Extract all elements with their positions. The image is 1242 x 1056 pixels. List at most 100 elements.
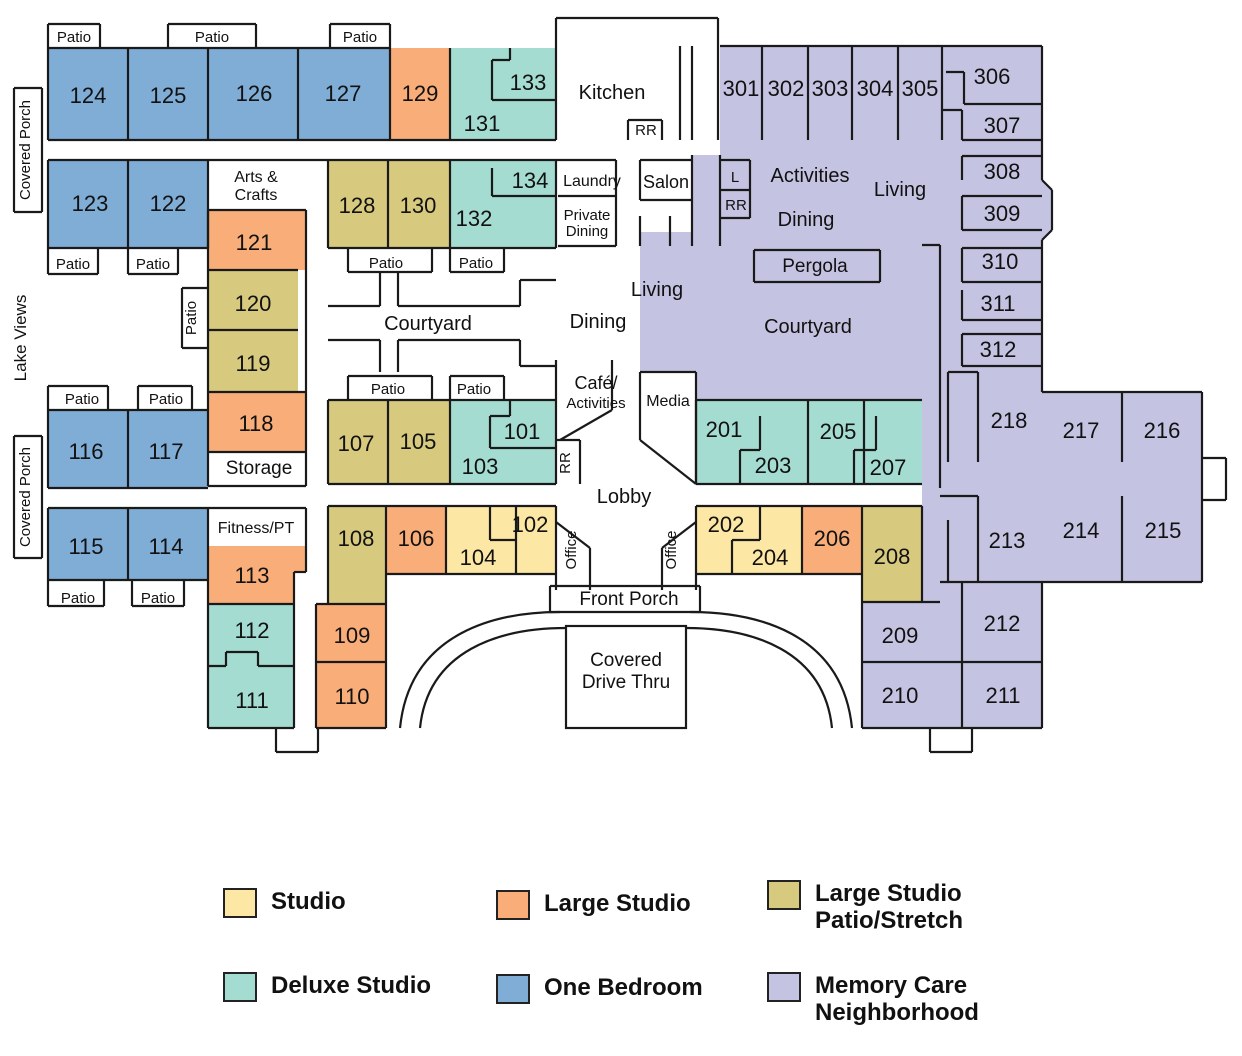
drive-arc [689, 610, 854, 729]
space-label-covered-porch: Covered Porch [17, 100, 34, 200]
room-116[interactable]: 116 [68, 439, 103, 464]
room-113[interactable]: 113 [234, 563, 269, 588]
room-204[interactable]: 204 [752, 545, 789, 570]
room-206[interactable]: 206 [814, 526, 851, 551]
room-214[interactable]: 214 [1063, 518, 1100, 543]
zone-large-studio [208, 210, 306, 270]
room-310[interactable]: 310 [982, 249, 1019, 274]
legend-item-studio: Studio [223, 888, 346, 918]
zone-deluxe-studio [450, 160, 556, 248]
room-309[interactable]: 309 [984, 201, 1021, 226]
space-label-patio: Patio [149, 391, 183, 408]
room-217[interactable]: 217 [1063, 418, 1100, 443]
space-label-lake-views: Lake Views [11, 295, 30, 382]
room-203[interactable]: 203 [755, 453, 792, 478]
room-312[interactable]: 312 [980, 337, 1017, 362]
room-201[interactable]: 201 [706, 417, 743, 442]
space-label-patio: Patio [371, 381, 405, 398]
room-120[interactable]: 120 [235, 291, 272, 316]
room-208[interactable]: 208 [874, 544, 911, 569]
space-label-lobby: Lobby [597, 486, 652, 508]
room-202[interactable]: 202 [708, 512, 745, 537]
room-301[interactable]: 301 [723, 76, 760, 101]
room-129[interactable]: 129 [402, 81, 439, 106]
covered-drive-thru-box [564, 624, 688, 730]
legend-swatch-large-studio [496, 890, 530, 920]
room-117[interactable]: 117 [148, 439, 183, 464]
room-302[interactable]: 302 [768, 76, 805, 101]
room-126[interactable]: 126 [236, 81, 273, 106]
room-107[interactable]: 107 [338, 431, 375, 456]
room-210[interactable]: 210 [882, 683, 919, 708]
room-307[interactable]: 307 [984, 113, 1021, 138]
room-212[interactable]: 212 [984, 611, 1021, 636]
zone-deluxe-studio [450, 400, 556, 484]
space-label-patio: Patio [343, 29, 377, 46]
room-101[interactable]: 101 [504, 419, 541, 444]
room-104[interactable]: 104 [460, 545, 497, 570]
room-209[interactable]: 209 [882, 623, 919, 648]
zone-large-studio [386, 506, 446, 574]
room-110[interactable]: 110 [334, 684, 369, 709]
legend-swatch-one-bedroom [496, 974, 530, 1004]
drive-arc [418, 626, 567, 729]
room-133[interactable]: 133 [510, 70, 547, 95]
room-118[interactable]: 118 [238, 411, 273, 436]
room-106[interactable]: 106 [398, 526, 435, 551]
room-215[interactable]: 215 [1145, 518, 1182, 543]
room-103[interactable]: 103 [462, 454, 499, 479]
room-213[interactable]: 213 [989, 528, 1026, 553]
space-label-kitchen: Kitchen [579, 82, 646, 104]
room-123[interactable]: 123 [72, 191, 109, 216]
room-108[interactable]: 108 [338, 526, 375, 551]
room-124[interactable]: 124 [70, 83, 107, 108]
room-102[interactable]: 102 [512, 512, 549, 537]
room-308[interactable]: 308 [984, 159, 1021, 184]
room-306[interactable]: 306 [974, 64, 1011, 89]
room-122[interactable]: 122 [150, 191, 187, 216]
room-109[interactable]: 109 [334, 623, 371, 648]
drive-arc [398, 610, 561, 729]
zone-deluxe-studio [450, 48, 556, 140]
space-label-patio: Patio [141, 590, 175, 607]
room-207[interactable]: 207 [870, 455, 907, 480]
legend-item-large-studio-patio: Large Studio Patio/Stretch [767, 880, 963, 934]
zone-large-studio-patio [862, 506, 922, 602]
wall-line [1041, 229, 1053, 241]
room-311[interactable]: 311 [980, 291, 1015, 316]
room-114[interactable]: 114 [148, 534, 183, 559]
legend: Studio Large Studio Large Studio Patio/S… [0, 860, 1242, 1050]
zone-one-bedroom [48, 48, 390, 140]
room-211[interactable]: 211 [985, 683, 1020, 708]
room-130[interactable]: 130 [400, 193, 437, 218]
wall-line [639, 439, 697, 485]
room-111[interactable]: 111 [235, 688, 268, 713]
room-125[interactable]: 125 [150, 83, 187, 108]
room-218[interactable]: 218 [991, 408, 1028, 433]
legend-swatch-studio [223, 888, 257, 918]
room-121[interactable]: 121 [236, 230, 273, 255]
drive-arc [685, 626, 834, 729]
legend-swatch-memory-care [767, 972, 801, 1002]
room-105[interactable]: 105 [400, 429, 437, 454]
zone-large-studio [390, 48, 450, 140]
room-304[interactable]: 304 [857, 76, 894, 101]
room-134[interactable]: 134 [512, 168, 549, 193]
room-303[interactable]: 303 [812, 76, 849, 101]
legend-label-memory-care: Memory Care Neighborhood [815, 972, 979, 1026]
room-305[interactable]: 305 [902, 76, 939, 101]
zone-large-studio [802, 506, 862, 574]
room-128[interactable]: 128 [339, 193, 376, 218]
room-131[interactable]: 131 [464, 111, 501, 136]
space-label-media: Media [646, 393, 690, 410]
room-127[interactable]: 127 [325, 81, 362, 106]
room-132[interactable]: 132 [456, 206, 493, 231]
space-label-living: Living [874, 179, 926, 201]
room-216[interactable]: 216 [1144, 418, 1181, 443]
space-label-laundry: Laundry [563, 173, 621, 190]
room-119[interactable]: 119 [235, 351, 270, 376]
room-115[interactable]: 115 [68, 534, 103, 559]
space-label-patio: Patio [57, 29, 91, 46]
room-205[interactable]: 205 [820, 419, 857, 444]
room-112[interactable]: 112 [234, 618, 269, 643]
